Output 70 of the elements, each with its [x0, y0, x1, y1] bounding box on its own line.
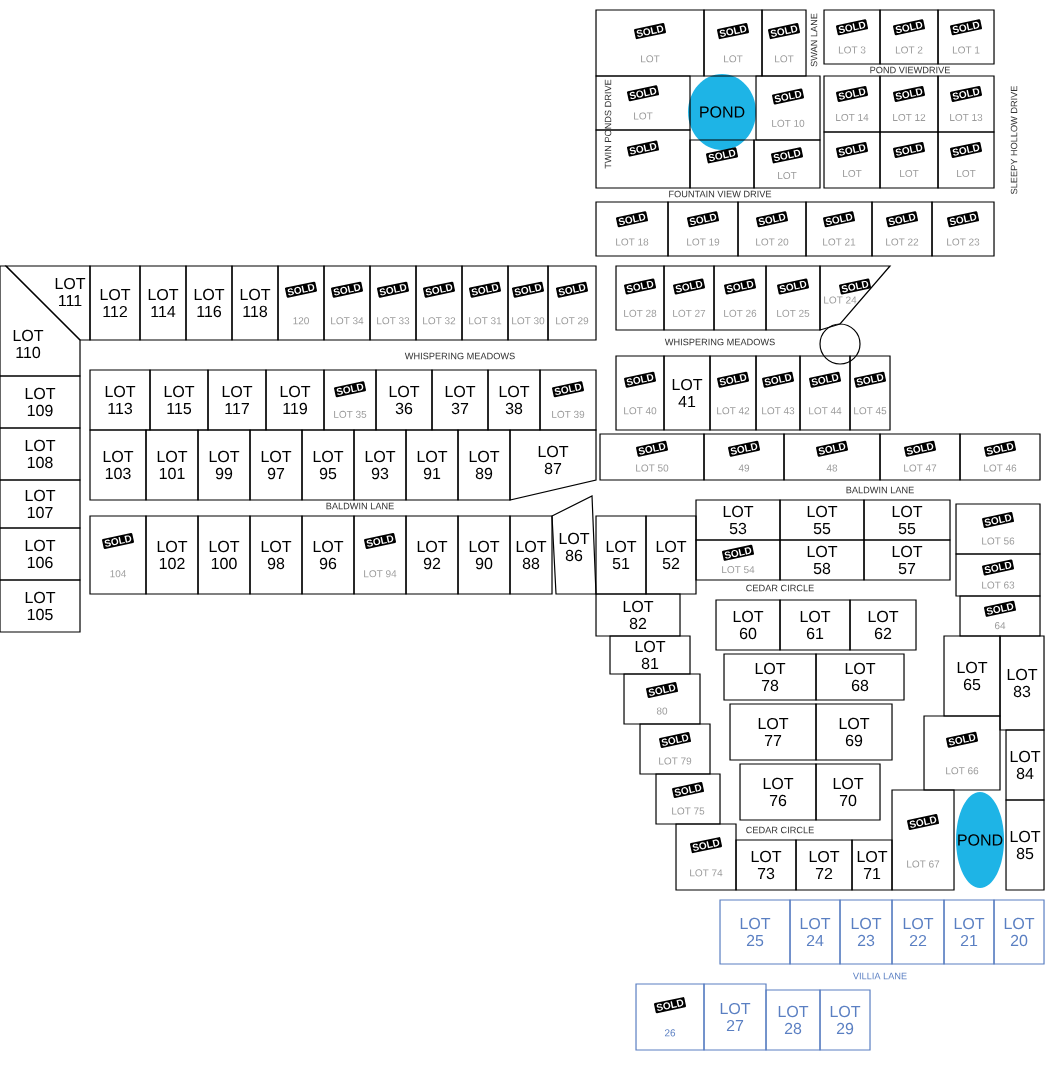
pond: POND: [688, 74, 756, 150]
lot-parcel: LOT 108: [0, 427, 81, 481]
lot-parcel: LOT 95: [301, 429, 355, 501]
lot-parcel: LOT 22: [891, 899, 945, 965]
lot-parcel: LOT 81: [609, 635, 691, 675]
lot-parcel: LOT 116: [185, 265, 233, 341]
lot-parcel: LOT 103: [89, 429, 147, 501]
lot-parcel: LOT 98: [249, 515, 303, 595]
lot-parcel: LOT 28: [765, 989, 821, 1051]
lot-parcel: LOT 97: [249, 429, 303, 501]
lot-parcel: LOT 119: [265, 369, 325, 431]
lot-parcel: LOT 38: [487, 369, 541, 431]
lot-parcel: LOT 84: [1005, 729, 1045, 801]
lot-parcel: LOT 89: [457, 429, 511, 501]
lot-parcel: LOT 72: [795, 839, 853, 891]
lot-parcel: LOT 69: [815, 703, 893, 761]
lot-parcel: LOT 70: [815, 763, 881, 821]
lot-parcel: LOT 55: [779, 499, 865, 541]
lot-parcel: LOT 114: [139, 265, 187, 341]
lot-parcel: LOT 82: [595, 593, 681, 637]
lot-parcel: LOT 77: [729, 703, 817, 761]
lot-parcel: LOT 24: [789, 899, 841, 965]
lot-parcel: LOT 41: [663, 355, 711, 431]
lot-parcel: LOT 21: [943, 899, 995, 965]
lot-parcel: LOT 73: [735, 839, 797, 891]
lot-parcel: LOT 112: [89, 265, 141, 341]
lot-parcel: LOT 27: [703, 983, 767, 1051]
lot-parcel: LOT 62: [849, 599, 917, 651]
lot-parcel: LOT 87: [509, 429, 597, 501]
lot-parcel: LOT 85: [1005, 799, 1045, 891]
pond: POND: [956, 792, 1004, 888]
lot-parcel: LOT 96: [301, 515, 355, 595]
lot-parcel: LOT 93: [353, 429, 407, 501]
lot-parcel: LOT 57: [863, 539, 951, 581]
lot-parcel: LOT 99: [197, 429, 251, 501]
lot-parcel: LOT 106: [0, 527, 81, 581]
lot-parcel: LOT 100: [197, 515, 251, 595]
lot-parcel: LOT 86: [551, 495, 597, 595]
lot-parcel: LOT 115: [149, 369, 209, 431]
lot-parcel: LOT 68: [815, 653, 905, 701]
lot-parcel: LOT 29: [819, 989, 871, 1051]
lot-parcel: LOT 58: [779, 539, 865, 581]
lot-parcel: LOT 113: [89, 369, 151, 431]
lot-parcel: LOT 92: [405, 515, 459, 595]
lot-parcel: LOT 88: [509, 515, 553, 595]
lot-parcel: LOT 37: [431, 369, 489, 431]
lot-parcel: LOT 107: [0, 479, 81, 529]
lot-parcel: LOT 101: [145, 429, 199, 501]
lot-parcel: LOT 109: [0, 375, 81, 429]
lot-parcel: LOT 105: [0, 579, 81, 633]
lot-parcel: LOT 53: [695, 499, 781, 541]
lot-parcel: LOT 36: [375, 369, 433, 431]
lot-parcel: LOT 55: [863, 499, 951, 541]
lot-parcel: LOT 51: [595, 515, 647, 595]
lot-parcel: LOT 78: [723, 653, 817, 701]
lot-parcel: LOT 83: [999, 635, 1045, 731]
lot-parcel: LOT 71: [851, 839, 893, 891]
lot-parcel: LOT 90: [457, 515, 511, 595]
lot-parcel: LOT 65: [943, 635, 1001, 717]
lot-parcel: LOT 117: [207, 369, 267, 431]
lot-parcel: LOT 76: [739, 763, 817, 821]
lot-parcel: LOT 20: [993, 899, 1045, 965]
lot-parcel: LOT 25: [719, 899, 791, 965]
lot-parcel: LOT 52: [645, 515, 697, 595]
lot-parcel: LOT 60: [715, 599, 781, 651]
lot-parcel: LOT 91: [405, 429, 459, 501]
lot-parcel: LOT 23: [839, 899, 893, 965]
lot-parcel: LOT 61: [779, 599, 851, 651]
lot-parcel: LOT 102: [145, 515, 199, 595]
lot-parcel: LOT 118: [231, 265, 279, 341]
